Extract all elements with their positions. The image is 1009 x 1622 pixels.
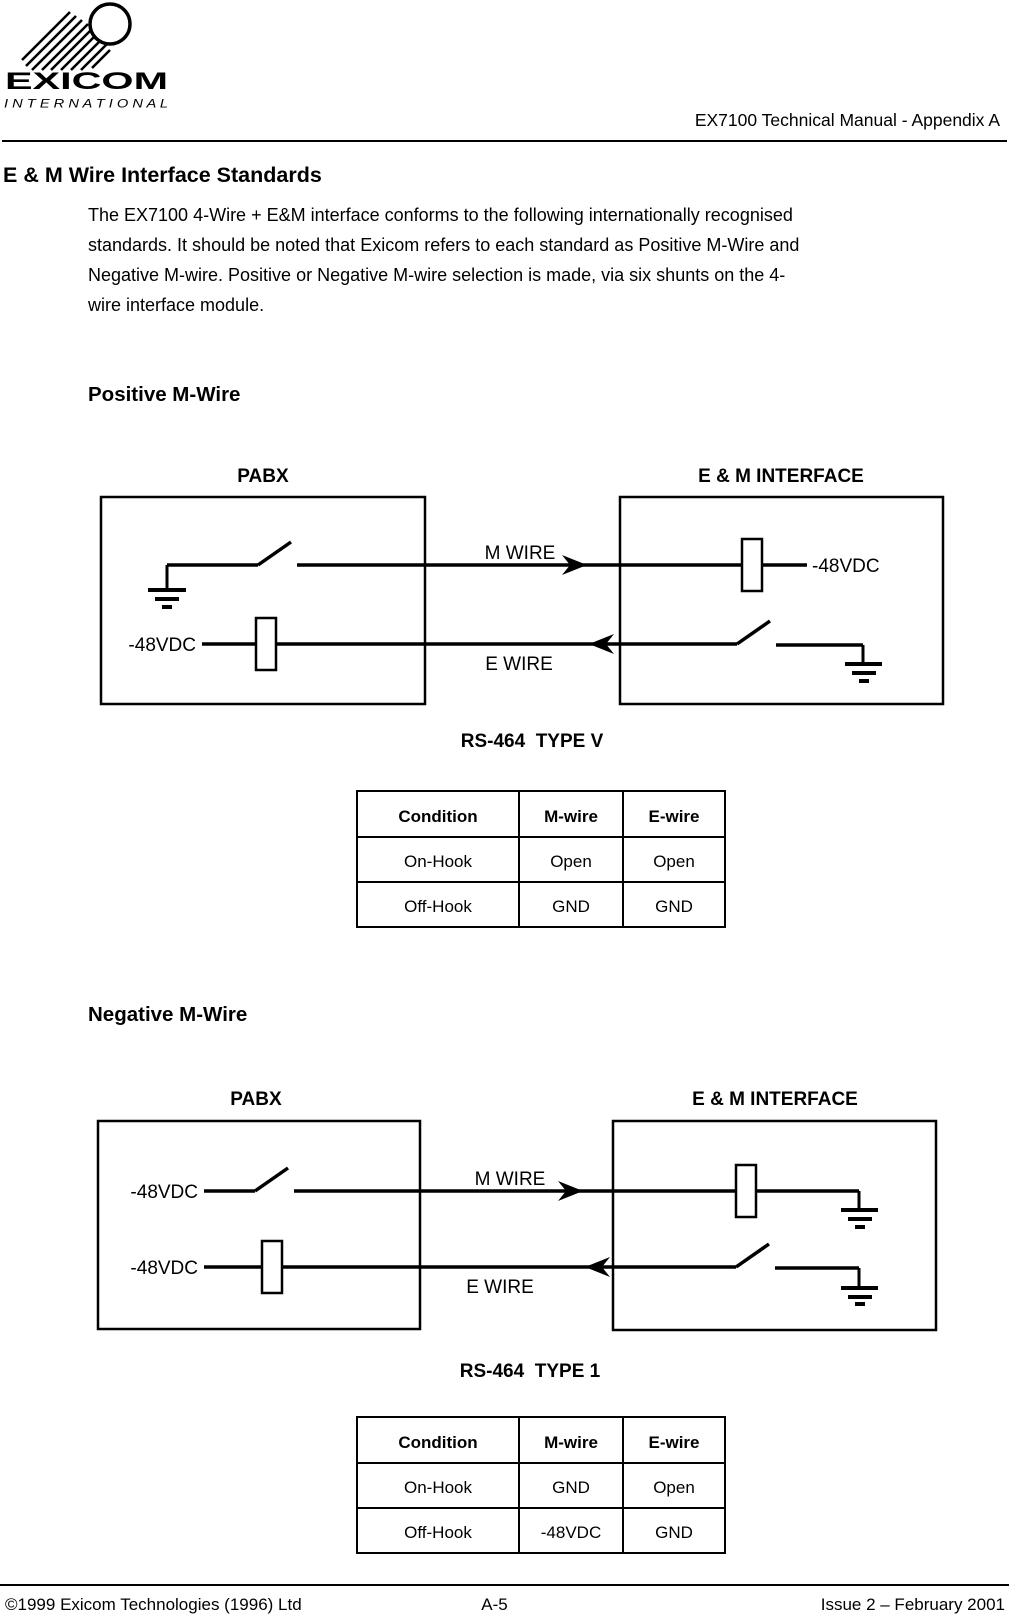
header-rule <box>2 140 1007 142</box>
switch-blade <box>735 619 772 646</box>
table-cell: Open <box>622 1462 726 1509</box>
pabx-supply-label: -48VDC <box>128 635 196 656</box>
exicom-logo: EXICOM I N T E R N A T I O N A L <box>4 2 168 111</box>
interface-box <box>618 495 945 706</box>
relay-coil <box>734 1163 758 1219</box>
pabx-box <box>99 495 427 706</box>
table-cell: Off-Hook <box>356 1507 520 1554</box>
pabx-label: PABX <box>237 466 289 487</box>
table-row: Off-Hook GND GND <box>356 881 726 928</box>
footer-page-number: A-5 <box>481 1595 508 1614</box>
intro-line: The EX7100 4-Wire + E&M interface confor… <box>88 205 793 225</box>
pabx-m-supply-label: -48VDC <box>130 1182 198 1203</box>
pabx-box <box>96 1119 422 1331</box>
footer-copyright: ©1999 Exicom Technologies (1996) Ltd <box>5 1595 302 1614</box>
arrow-left-icon <box>585 1257 610 1277</box>
table-cell: GND <box>622 1507 726 1554</box>
doc-title: EX7100 Technical Manual - Appendix A <box>694 110 1000 130</box>
table-row: On-Hook GND Open <box>356 1462 726 1509</box>
ground-symbol <box>148 588 186 609</box>
negative-mwire-diagram: PABX E & M INTERFACE -48VDC M WIRE -48VD… <box>96 1089 938 1332</box>
intro-paragraph: The EX7100 4-Wire + E&M interface confor… <box>88 200 988 320</box>
page-title: E & M Wire Interface Standards <box>3 163 322 187</box>
m-wire-label: M WIRE <box>485 543 556 564</box>
table-header-cell: M-wire <box>518 1416 624 1464</box>
e-wire-line <box>202 619 865 664</box>
e-wire-label: E WIRE <box>485 654 553 675</box>
intro-line: wire interface module. <box>88 295 265 315</box>
interface-supply-label: -48VDC <box>812 556 880 577</box>
brand-name: EXICOM <box>5 68 168 95</box>
section-heading-positive: Positive M-Wire <box>88 383 241 406</box>
intro-line: standards. It should be noted that Exico… <box>88 235 800 255</box>
e-wire-line <box>204 1242 861 1288</box>
table-header-cell: E-wire <box>622 790 726 838</box>
comet-tail-icon <box>21 11 111 71</box>
switch-blade <box>256 540 293 567</box>
arrow-right-icon <box>558 1181 583 1201</box>
table-header-row: Condition M-wire E-wire <box>356 1416 726 1464</box>
m-wire-line <box>204 1166 861 1210</box>
footer-rule <box>0 1584 1009 1586</box>
table-cell: Open <box>518 836 624 883</box>
positive-signal-table: Condition M-wire E-wire On-Hook Open Ope… <box>356 790 726 928</box>
pabx-label: PABX <box>230 1089 282 1110</box>
brand-subtitle: I N T E R N A T I O N A L <box>4 97 168 111</box>
table-header-row: Condition M-wire E-wire <box>356 790 726 838</box>
negative-signal-table: Condition M-wire E-wire On-Hook GND Open… <box>356 1416 726 1554</box>
ground-symbol <box>845 662 882 683</box>
table-cell: Open <box>622 836 726 883</box>
footer-issue: Issue 2 – February 2001 <box>820 1595 1005 1614</box>
interface-box <box>611 1119 938 1332</box>
relay-coil <box>254 616 278 672</box>
m-wire-label: M WIRE <box>475 1169 546 1190</box>
diagram-caption-positive: RS-464 TYPE V <box>460 731 604 752</box>
switch-blade <box>253 1166 290 1193</box>
relay-coil <box>260 1239 284 1295</box>
table-header-cell: Condition <box>356 790 520 838</box>
comet-sphere-icon <box>88 2 132 46</box>
ground-symbol <box>841 1208 878 1229</box>
table-cell: GND <box>518 881 624 928</box>
interface-label: E & M INTERFACE <box>698 466 864 487</box>
table-cell: GND <box>622 881 726 928</box>
intro-line: Negative M-wire. Positive or Negative M-… <box>88 265 786 285</box>
table-cell: -48VDC <box>518 1507 624 1554</box>
table-row: On-Hook Open Open <box>356 836 726 883</box>
switch-blade <box>734 1242 771 1269</box>
arrow-right-icon <box>562 555 587 575</box>
table-header-cell: M-wire <box>518 790 624 838</box>
relay-coil <box>740 537 764 593</box>
pabx-e-supply-label: -48VDC <box>130 1258 198 1279</box>
m-wire-line <box>165 540 807 589</box>
ground-symbol <box>841 1286 878 1306</box>
table-cell: GND <box>518 1462 624 1509</box>
table-cell: On-Hook <box>356 1462 520 1509</box>
table-header-cell: Condition <box>356 1416 520 1464</box>
positive-mwire-diagram: PABX E & M INTERFACE M WIRE -48VDC -48VD… <box>99 466 945 706</box>
table-header-cell: E-wire <box>622 1416 726 1464</box>
e-wire-label: E WIRE <box>466 1277 534 1298</box>
arrow-left-icon <box>589 634 614 654</box>
table-cell: Off-Hook <box>356 881 520 928</box>
section-heading-negative: Negative M-Wire <box>88 1003 248 1026</box>
table-cell: On-Hook <box>356 836 520 883</box>
interface-label: E & M INTERFACE <box>692 1089 858 1110</box>
diagram-caption-negative: RS-464 TYPE 1 <box>459 1361 601 1382</box>
table-row: Off-Hook -48VDC GND <box>356 1507 726 1554</box>
